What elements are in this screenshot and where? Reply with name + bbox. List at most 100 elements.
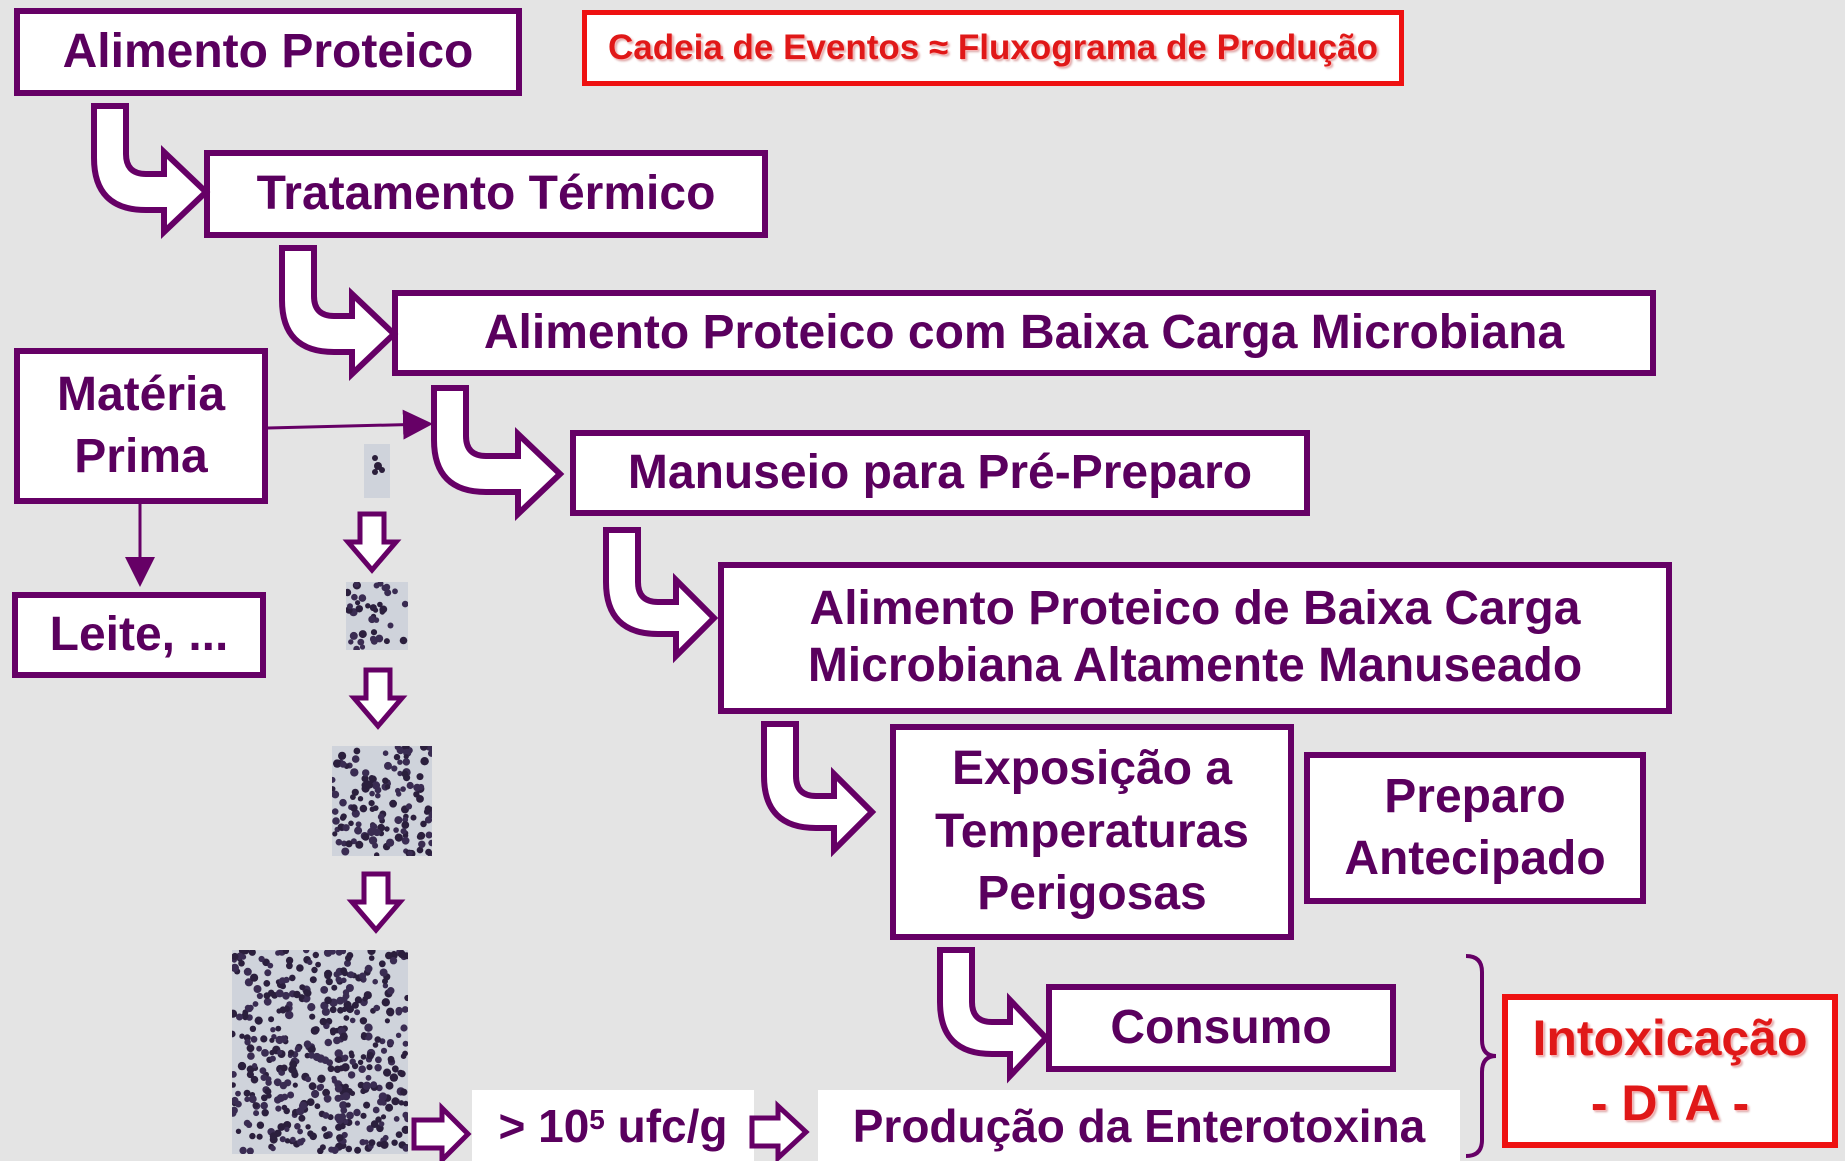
bacterium-cell (279, 1136, 286, 1143)
bacterium-cell (296, 1107, 305, 1116)
bacterium-cell (246, 1065, 255, 1074)
bacteria-micrograph-1 (364, 444, 390, 498)
step-tratamento-termico: Tratamento Térmico (204, 150, 768, 238)
bacterium-cell (317, 1074, 326, 1083)
bacterium-cell (375, 634, 384, 643)
bacterium-cell (420, 820, 427, 828)
step-exposicao-line2: Temperaturas (935, 804, 1249, 858)
bacterium-cell (335, 1056, 343, 1063)
bacterium-cell (349, 1017, 356, 1024)
bacterium-cell (264, 969, 272, 977)
bacterium-cell (374, 852, 380, 856)
bacterium-cell (281, 1093, 289, 1101)
bacterium-cell (340, 1107, 348, 1114)
step-preparo-line2: Antecipado (1344, 832, 1606, 885)
bacterium-cell (269, 1132, 278, 1140)
bacterium-cell (346, 588, 352, 597)
bacterium-cell (334, 1084, 343, 1093)
bacterium-cell (256, 1121, 265, 1129)
bacterium-cell (345, 1145, 353, 1153)
bacterium-cell (277, 1049, 283, 1055)
bacterium-cell (370, 823, 378, 831)
bacterium-cell (407, 850, 413, 856)
bacterium-cell (360, 1112, 367, 1119)
bacterium-cell (261, 1109, 269, 1117)
bacteria-micrograph-3 (332, 746, 432, 856)
bacterium-cell (332, 776, 336, 783)
bacterium-cell (357, 1081, 365, 1089)
bacterium-cell (379, 968, 388, 977)
bacterium-cell (384, 784, 391, 790)
bacterium-cell (243, 1119, 251, 1127)
right-arrow-1 (411, 1101, 472, 1161)
bacterium-cell (363, 991, 372, 1000)
bacterium-cell (365, 781, 374, 789)
bacterium-cell (354, 826, 363, 835)
count-unit: ufc/g (604, 1099, 728, 1152)
bacterium-cell (397, 759, 403, 765)
bacterium-cell (280, 1035, 288, 1043)
bacterium-cell (351, 1001, 359, 1009)
bacterium-cell (399, 636, 408, 645)
bacterium-cell (266, 1093, 272, 1099)
bacterium-cell (307, 959, 313, 965)
bacterium-cell (353, 645, 360, 650)
bacterium-cell (372, 1106, 380, 1114)
bacterium-cell (381, 584, 388, 592)
bacterium-cell (389, 799, 397, 808)
bacterium-cell (351, 593, 358, 601)
bacterium-cell (375, 1056, 382, 1064)
bacterium-cell (258, 955, 265, 963)
bacterium-cell (391, 1097, 400, 1106)
bacterium-cell (354, 1120, 360, 1126)
bacterium-cell (263, 997, 272, 1006)
bacterium-cell (343, 1000, 352, 1009)
bacterium-cell (288, 1049, 295, 1056)
bacterium-cell (341, 1006, 348, 1012)
bacterium-cell (379, 1121, 385, 1127)
bacterium-cell (283, 1107, 290, 1115)
bacterium-cell (322, 1088, 330, 1097)
bacterium-cell (244, 1096, 250, 1103)
bacterium-cell (294, 1123, 301, 1130)
bacterium-cell (316, 1054, 325, 1063)
step-exposicao-line1: Exposição a (951, 742, 1233, 796)
bacterium-cell (341, 1063, 350, 1072)
bacterium-cell (296, 964, 304, 972)
curved-arrow-5 (761, 721, 877, 858)
bacterium-cell (305, 1124, 311, 1130)
bacterium-cell (386, 838, 395, 847)
chain-of-events-label: Cadeia de Eventos ≈ Fluxograma de Produç… (582, 10, 1404, 86)
bacterium-cell (400, 1053, 407, 1059)
bacterium-cell (354, 1009, 361, 1016)
bacterium-cell (420, 757, 429, 766)
bacterium-cell (325, 978, 333, 986)
curved-arrow-3 (431, 385, 565, 521)
bacterium-cell (376, 1141, 383, 1148)
bacterium-cell (345, 954, 352, 962)
bacterium-cell (342, 989, 350, 996)
bacterium-cell (369, 604, 377, 612)
bacterium-cell (309, 1132, 317, 1141)
bacterium-cell (261, 1094, 268, 1102)
materia-prima-line2: Prima (74, 430, 208, 483)
bacterium-cell (368, 775, 375, 781)
bacterium-cell (329, 950, 336, 955)
step-exposicao-temperaturas: Exposição a Temperaturas Perigosas (890, 724, 1294, 940)
bacterium-cell (370, 1120, 379, 1128)
bacterium-cell (249, 1025, 257, 1032)
bacterium-cell (385, 951, 393, 960)
bacterium-cell (263, 980, 271, 987)
bacterium-cell (308, 1052, 315, 1059)
bacterium-cell (267, 962, 274, 969)
bacterium-cell (261, 1049, 269, 1057)
bacterium-cell (309, 1013, 316, 1020)
step-consumo-label: Consumo (1110, 1000, 1332, 1054)
bacterium-cell (308, 1082, 317, 1091)
curved-arrow-6 (937, 947, 1051, 1084)
bacterium-cell (294, 1045, 302, 1053)
bacterium-cell (269, 1037, 275, 1043)
bacterium-cell (367, 950, 376, 955)
bacterium-cell (269, 1055, 276, 1062)
bacterium-cell (400, 828, 407, 835)
